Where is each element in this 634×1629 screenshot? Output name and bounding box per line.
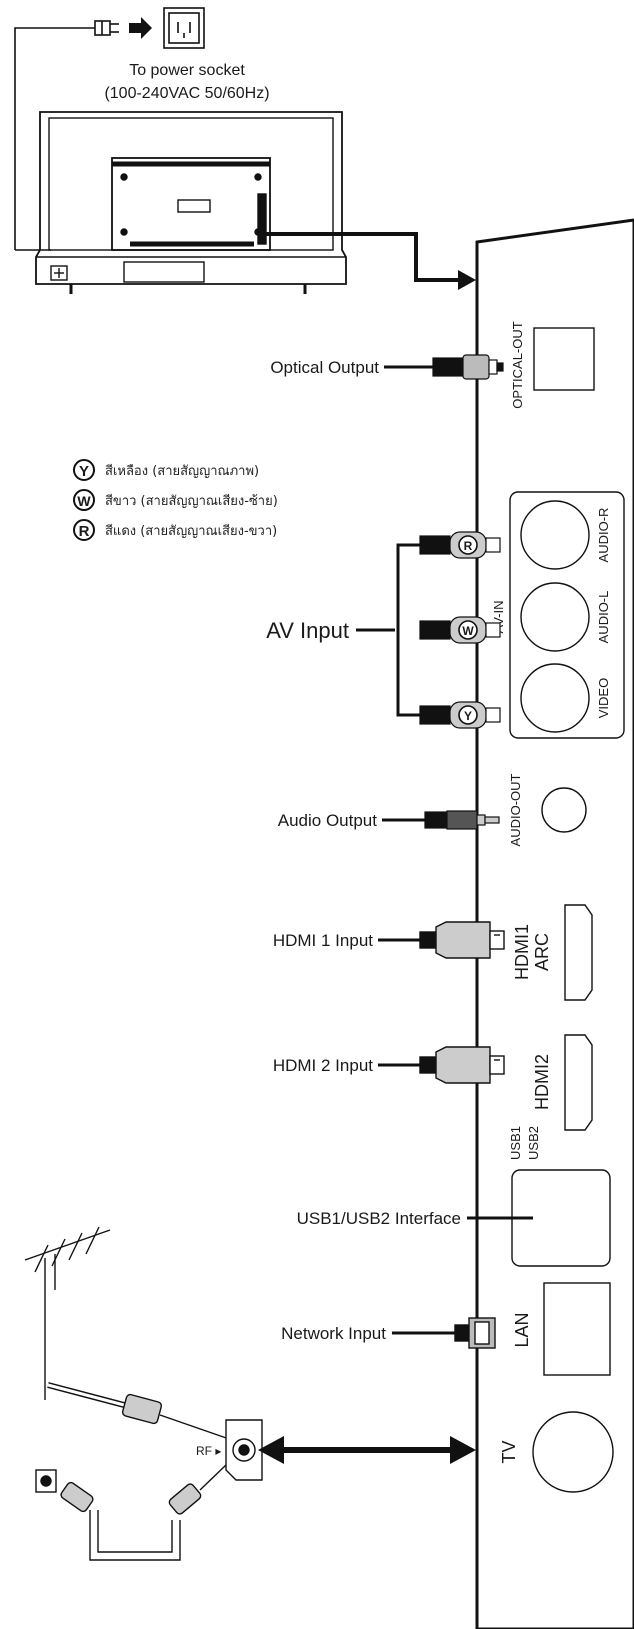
rca-plug-yellow-letter: Y xyxy=(464,709,472,723)
legend-red-marker-icon xyxy=(73,519,95,541)
tv-port-label: TV xyxy=(499,1440,519,1463)
rf-label: RF ▸ xyxy=(196,1444,221,1458)
hdmi2-input-label: HDMI 2 Input xyxy=(273,1056,373,1075)
audio-l-jack xyxy=(520,582,590,652)
legend-white-marker-icon xyxy=(73,489,95,511)
legend: Y สีเหลือง (สายสัญญาณภาพ) W สีขาว (สายสั… xyxy=(73,459,278,541)
optical-out-port-label: OPTICAL-OUT xyxy=(510,321,525,408)
hdmi2-port xyxy=(564,1034,593,1131)
network-input-label: Network Input xyxy=(281,1324,386,1343)
hdmi1-plug-icon xyxy=(419,921,505,959)
hdmi1-port-label: HDMI1 xyxy=(512,924,532,980)
usb1-port-label: USB1 xyxy=(508,1126,523,1160)
audio-output-label: Audio Output xyxy=(278,811,378,830)
antenna-icon xyxy=(24,1226,111,1400)
optical-output-label: Optical Output xyxy=(270,358,379,377)
legend-white-text: สีขาว (สายสัญญาณเสียง-ซ้าย) xyxy=(105,493,278,509)
legend-red-text: สีแดง (สายสัญญาณเสียง-ขวา) xyxy=(105,523,277,539)
audio-r-port-label: AUDIO-R xyxy=(596,508,611,563)
rca-plug-white-icon: W xyxy=(419,616,501,644)
tv-rear-illustration xyxy=(35,111,347,294)
video-jack xyxy=(520,663,590,733)
power-plug-icon xyxy=(14,20,119,250)
rca-plug-white-letter: W xyxy=(462,624,474,638)
usb2-port-label: USB2 xyxy=(526,1126,541,1160)
tv-to-panel-line xyxy=(266,232,458,282)
rf-double-arrow xyxy=(258,1436,476,1464)
av-in-port-group xyxy=(509,491,625,739)
lan-plug-icon xyxy=(454,1317,496,1349)
hdmi1-port xyxy=(564,904,593,1001)
usb-interface-label: USB1/USB2 Interface xyxy=(297,1209,461,1228)
legend-red-letter: R xyxy=(79,523,90,540)
tv-to-panel-arrowhead xyxy=(458,270,476,290)
hdmi2-plug-icon xyxy=(419,1046,505,1084)
optical-plug-icon xyxy=(432,354,504,380)
audio-l-port-label: AUDIO-L xyxy=(596,591,611,644)
optical-out-port xyxy=(533,327,595,391)
av-cable-bracket xyxy=(356,543,420,717)
legend-yellow-letter: Y xyxy=(79,463,89,480)
rca-plug-red-letter: R xyxy=(464,539,473,553)
coax-cable-antenna xyxy=(47,1382,233,1441)
rca-plug-red-icon: R xyxy=(419,531,501,559)
hdmi1-input-label: HDMI 1 Input xyxy=(273,931,373,950)
legend-yellow-text: สีเหลือง (สายสัญญาณภาพ) xyxy=(105,463,259,479)
power-label-line2: (100-240VAC 50/60Hz) xyxy=(104,85,269,102)
legend-yellow-marker-icon xyxy=(73,459,95,481)
coax-cable-loop xyxy=(35,1464,227,1561)
arc-port-label: ARC xyxy=(532,933,552,971)
tv-side-panel xyxy=(475,218,634,1629)
power-label-line1: To power socket xyxy=(129,62,245,79)
power-socket-icon xyxy=(163,7,205,49)
lan-port-label: LAN xyxy=(512,1312,532,1347)
av-input-label: AV Input xyxy=(266,618,349,643)
tv-antenna-jack xyxy=(532,1411,614,1493)
audio-jack-plug-icon xyxy=(424,810,500,830)
wall-rf-socket-icon xyxy=(225,1419,263,1481)
video-port-label: VIDEO xyxy=(596,678,611,718)
audio-out-port-label: AUDIO-OUT xyxy=(508,773,523,846)
hdmi2-port-label: HDMI2 xyxy=(532,1054,552,1110)
arrow-right-icon xyxy=(129,17,152,39)
audio-r-jack xyxy=(520,500,590,570)
lan-port xyxy=(543,1282,611,1376)
audio-out-jack xyxy=(541,787,587,833)
legend-white-letter: W xyxy=(77,493,91,509)
rca-plug-yellow-icon: Y xyxy=(419,701,501,729)
